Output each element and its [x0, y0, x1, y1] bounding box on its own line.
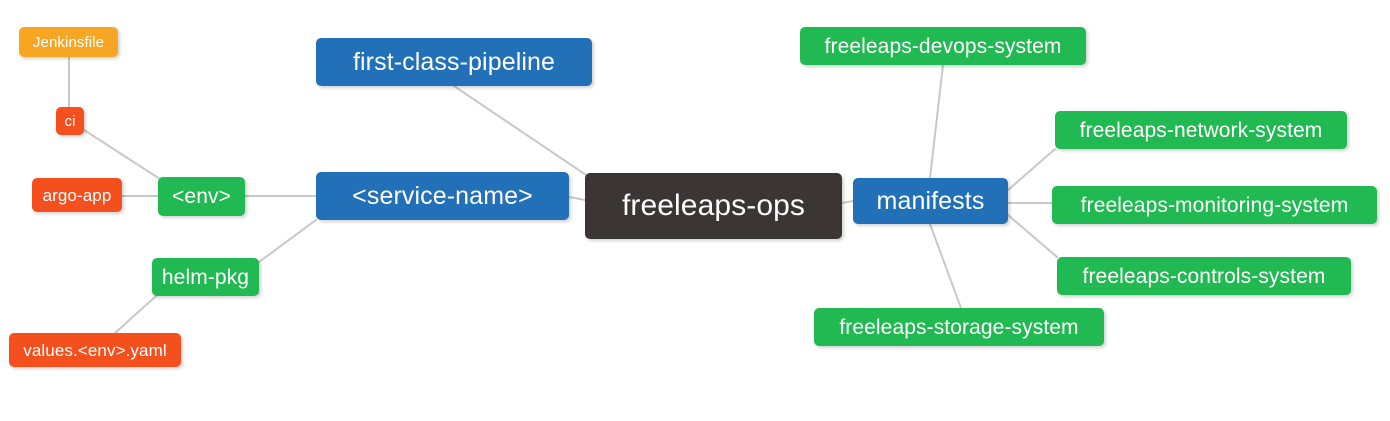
edge-manifests-to-freeleaps-devops-system [929, 64, 944, 179]
edge-freeleaps-ops-to-manifests [841, 200, 854, 204]
node-label-jenkinsfile: Jenkinsfile [32, 33, 105, 51]
node-values-env-yaml[interactable]: values.<env>.yaml [9, 333, 181, 367]
node-freeleaps-monitoring-system[interactable]: freeleaps-monitoring-system [1052, 186, 1377, 224]
node-freeleaps-devops-system[interactable]: freeleaps-devops-system [800, 27, 1086, 65]
node-label-manifests: manifests [876, 186, 985, 215]
node-label-freeleaps-devops-system: freeleaps-devops-system [824, 34, 1062, 58]
edge-manifests-to-freeleaps-network-system [1007, 148, 1056, 191]
node-label-service-name: <service-name> [352, 181, 533, 210]
node-service-name[interactable]: <service-name> [316, 172, 569, 220]
node-label-helm-pkg: helm-pkg [161, 265, 250, 289]
edge-freeleaps-ops-to-first-class-pipeline [453, 85, 593, 180]
node-label-freeleaps-network-system: freeleaps-network-system [1079, 118, 1323, 142]
node-label-freeleaps-ops: freeleaps-ops [621, 189, 806, 222]
edge-manifests-to-freeleaps-controls-system [1007, 214, 1058, 258]
node-env[interactable]: <env> [158, 177, 245, 216]
edge-helm-pkg-to-values-env-yaml [114, 295, 157, 334]
node-label-freeleaps-monitoring-system: freeleaps-monitoring-system [1080, 193, 1349, 217]
node-helm-pkg[interactable]: helm-pkg [152, 258, 259, 296]
node-freeleaps-storage-system[interactable]: freeleaps-storage-system [814, 308, 1104, 346]
node-label-ci: ci [64, 112, 76, 130]
edge-env-to-ci [83, 129, 161, 180]
node-first-class-pipeline[interactable]: first-class-pipeline [316, 38, 592, 86]
edge-manifests-to-freeleaps-storage-system [929, 223, 962, 309]
node-freeleaps-network-system[interactable]: freeleaps-network-system [1055, 111, 1347, 149]
edge-service-name-to-helm-pkg [258, 219, 317, 263]
node-label-first-class-pipeline: first-class-pipeline [352, 47, 556, 76]
node-label-values-env-yaml: values.<env>.yaml [23, 340, 167, 360]
node-label-argo-app: argo-app [42, 185, 112, 205]
node-freeleaps-ops[interactable]: freeleaps-ops [585, 173, 842, 239]
node-label-env: <env> [172, 185, 231, 208]
node-argo-app[interactable]: argo-app [32, 178, 122, 212]
node-label-freeleaps-controls-system: freeleaps-controls-system [1082, 264, 1326, 288]
node-freeleaps-controls-system[interactable]: freeleaps-controls-system [1057, 257, 1351, 295]
node-jenkinsfile[interactable]: Jenkinsfile [19, 27, 118, 57]
node-manifests[interactable]: manifests [853, 178, 1008, 224]
edge-freeleaps-ops-to-service-name [568, 196, 586, 201]
node-ci[interactable]: ci [56, 107, 84, 135]
node-label-freeleaps-storage-system: freeleaps-storage-system [839, 315, 1079, 339]
